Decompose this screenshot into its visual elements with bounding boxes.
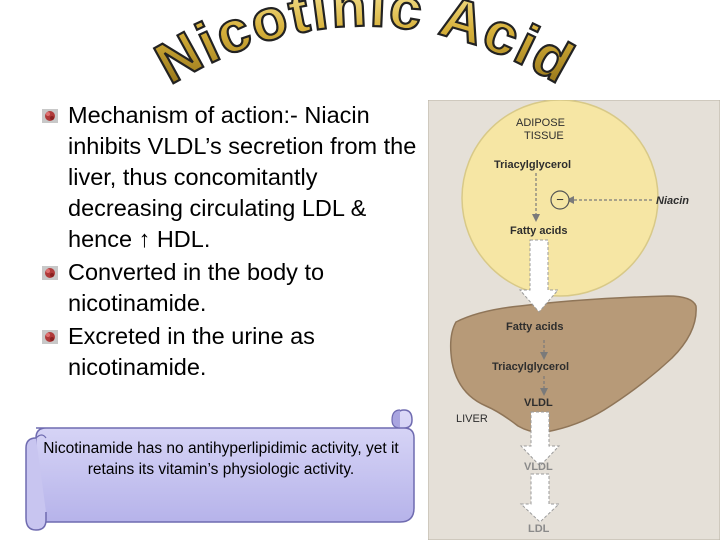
bullet-item: Mechanism of action:- Niacin inhibits VL… bbox=[40, 100, 420, 255]
adipose-label: ADIPOSE bbox=[516, 117, 565, 129]
note-text: Nicotinamide has no antihyperlipidimic a… bbox=[43, 440, 399, 478]
flower-bullet-icon bbox=[42, 266, 58, 280]
vldl-liver-label: VLDL bbox=[524, 397, 553, 409]
title-text: Nicotinic Acid bbox=[144, 0, 585, 98]
bullet-text: Excreted in the urine as nicotinamide. bbox=[68, 323, 315, 380]
fatty-acids-label: Fatty acids bbox=[510, 225, 567, 237]
inhibition-icon bbox=[550, 190, 570, 210]
bullet-text: Converted in the body to nicotinamide. bbox=[68, 259, 325, 316]
niacin-label: Niacin bbox=[656, 195, 689, 207]
adipose-label: TISSUE bbox=[524, 130, 564, 142]
svg-text:Nicotinic Acid: Nicotinic Acid bbox=[145, 0, 586, 97]
niacin-mechanism-figure: ADIPOSE TISSUE Triacylglycerol − Niacin … bbox=[427, 99, 720, 541]
bullet-list: Mechanism of action:- Niacin inhibits VL… bbox=[40, 100, 420, 385]
triacylglycerol-label: Triacylglycerol bbox=[494, 159, 571, 171]
flower-bullet-icon bbox=[42, 109, 58, 123]
ldl-label: LDL bbox=[528, 523, 550, 535]
title-wordart: Nicotinic Acid bbox=[144, 0, 586, 98]
bullet-item: Excreted in the urine as nicotinamide. bbox=[40, 321, 420, 383]
minus-sign: − bbox=[556, 192, 564, 207]
vldl-out-label: VLDL bbox=[524, 461, 553, 473]
mechanism-diagram: ADIPOSE TISSUE Triacylglycerol − Niacin … bbox=[427, 99, 720, 541]
liver-shape bbox=[449, 295, 697, 434]
liver-label: LIVER bbox=[456, 413, 488, 425]
note-scroll bbox=[20, 408, 422, 532]
triacylglycerol-liver-label: Triacylglycerol bbox=[492, 361, 569, 373]
fatty-acids-liver-label: Fatty acids bbox=[506, 321, 563, 333]
flower-bullet-icon bbox=[42, 330, 58, 344]
scroll-shape bbox=[25, 409, 415, 531]
bullet-item: Converted in the body to nicotinamide. bbox=[40, 257, 420, 319]
bullet-text: Mechanism of action:- Niacin inhibits VL… bbox=[68, 102, 417, 252]
slide-title: Nicotinic Acid bbox=[140, 0, 590, 100]
